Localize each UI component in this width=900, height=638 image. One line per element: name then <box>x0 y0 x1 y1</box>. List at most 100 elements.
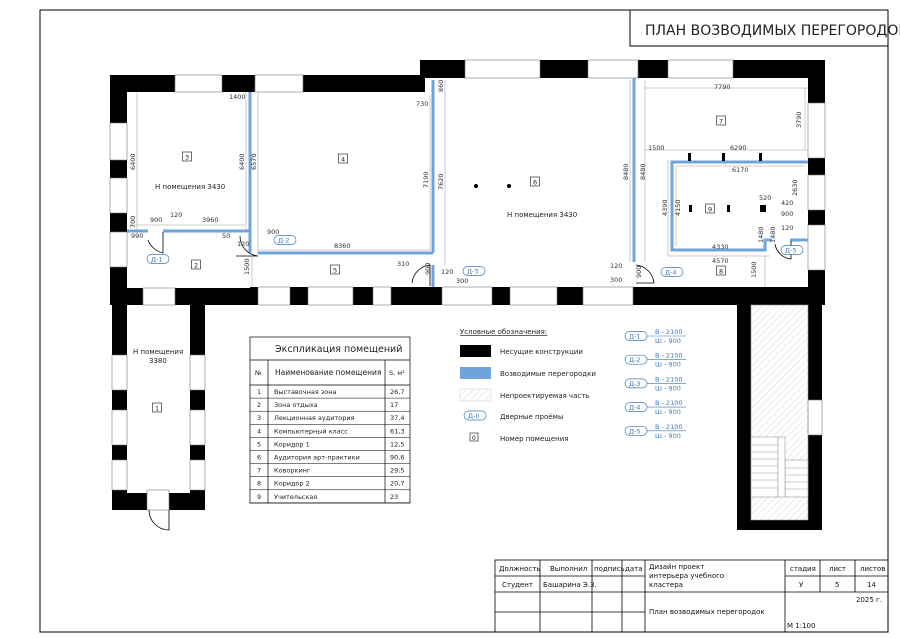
table-cell-area: 23 <box>390 493 398 501</box>
door-tag: Д-5 <box>785 247 797 255</box>
room-number-box <box>152 402 162 413</box>
door-tag-outline <box>462 266 486 276</box>
door-tag: Д-4 <box>665 269 677 277</box>
signature-header: подпись <box>594 565 625 573</box>
dimension-label: 860 <box>437 80 445 92</box>
dimension-label: 3960 <box>202 216 219 224</box>
dimension-label: 1480 <box>757 226 765 243</box>
dimension-label: 7190 <box>422 171 430 188</box>
table-cell-area: 17 <box>390 401 398 409</box>
dimension-label: 900 <box>267 228 279 236</box>
room-number-box <box>191 259 201 270</box>
door-tag-icon <box>463 410 487 421</box>
dimension-label: 1500 <box>648 144 665 152</box>
legend-label: Номер помещения <box>500 435 569 443</box>
room-number-box <box>182 151 192 162</box>
dimension-label: 1400 <box>229 93 246 101</box>
table-cell-area: 26,7 <box>390 388 404 396</box>
sheets-header: листов <box>860 565 885 573</box>
door-spec-tag: Д-2 <box>629 356 641 364</box>
dimension-label: 310 <box>397 260 409 268</box>
dimension-label: 4150 <box>674 199 682 216</box>
door-spec-height: В - 2100 <box>655 423 682 431</box>
door-spec-tag: Д-1 <box>629 333 641 341</box>
legend-title: Условные обозначения: <box>460 328 547 336</box>
dimension-label: 2630 <box>791 179 799 196</box>
room-number-box-icon <box>469 432 479 442</box>
position-value: Студент <box>502 581 533 589</box>
room6-height: Н помещения 3430 <box>507 211 577 219</box>
door-spec-height: В - 2100 <box>655 399 682 407</box>
table-cell-name: Коридор 1 <box>274 440 310 448</box>
dimension-label: 900 <box>424 263 432 275</box>
explication-header-area: S, м² <box>389 369 405 377</box>
title-box <box>629 10 888 47</box>
table-cell-area: 37,4 <box>390 414 404 422</box>
dimension-label: 8360 <box>334 242 351 250</box>
table-cell-area: 90,6 <box>390 454 404 462</box>
dimension-label: 1500 <box>243 258 251 275</box>
room-number-box <box>716 115 726 126</box>
table-cell-name: Коворкинг <box>274 467 311 475</box>
room-number-box <box>338 153 348 164</box>
table-cell-name: Лекционная аудитория <box>274 414 355 422</box>
table-cell-area: 12,5 <box>390 440 404 448</box>
performer-value: Башарина Э.З. <box>543 581 597 589</box>
dimension-label: 7620 <box>437 173 445 190</box>
dimension-label: 900 <box>635 266 643 278</box>
dimension-label: 6400 <box>238 153 246 170</box>
blue-fill-swatch <box>460 367 491 379</box>
table-cell-name: Аудитория арт-практики <box>274 454 360 462</box>
room-number: 7 <box>719 118 723 126</box>
title-block <box>494 559 889 633</box>
door-tag-outline <box>273 235 297 245</box>
drawing-title: ПЛАН ВОЗВОДИМЫХ ПЕРЕГОРОДОК <box>645 23 900 39</box>
entry-door <box>148 509 170 531</box>
sheet-frame <box>39 9 889 633</box>
table-cell-number: 7 <box>257 467 261 475</box>
dimension-label: 900 <box>150 216 162 224</box>
legend-room-tag: 0 <box>472 435 476 442</box>
door-tag: Д-3 <box>467 268 479 276</box>
year: 2025 г. <box>856 596 882 604</box>
door-spec-width: Ш - 900 <box>655 408 681 416</box>
legend-label: Несущие конструкции <box>500 348 583 356</box>
columns <box>474 153 766 212</box>
dimension-label: 7790 <box>714 83 731 91</box>
scale: М 1:100 <box>787 622 815 630</box>
table-cell-name: Зона отдыха <box>274 401 318 409</box>
position-header: Должность <box>499 565 540 573</box>
table-cell-name: Компьютерный класс <box>274 427 348 435</box>
door-spec-tag: Д-5 <box>629 427 641 435</box>
explication-header-number: № <box>254 369 262 377</box>
table-cell-name: Выставочная зона <box>274 388 336 396</box>
room-number: 5 <box>333 267 337 275</box>
room-number: 8 <box>719 268 723 276</box>
door-spec-height: В - 2100 <box>655 375 682 383</box>
door-spec-tag: Д-4 <box>629 404 641 412</box>
dimension-label: 300 <box>610 276 622 284</box>
table-cell-name: Учительская <box>274 493 317 501</box>
room-number-box <box>716 265 726 276</box>
dimension-label: 520 <box>759 194 771 202</box>
sheet-name: План возводимых перегородок <box>649 608 765 616</box>
door-tag-outline <box>146 254 170 264</box>
dimension-label: 120 <box>610 262 622 270</box>
room-number: 3 <box>185 154 189 162</box>
dimension-label: 6400 <box>129 153 137 170</box>
door-spec-height: В - 2100 <box>655 328 682 336</box>
legend-label: Непроектируемая часть <box>500 392 589 400</box>
explication-title: Экспликация помещений <box>275 344 402 355</box>
date-header: дата <box>625 565 643 573</box>
windows <box>109 59 826 511</box>
sheets-value: 14 <box>867 581 876 589</box>
table-cell-number: 3 <box>257 414 261 422</box>
table-cell-number: 4 <box>257 427 261 435</box>
project-line-3: кластера <box>649 581 683 589</box>
door-spec-width: Ш - 900 <box>655 337 681 345</box>
sheet-value: 5 <box>835 581 839 589</box>
staircase <box>750 304 809 521</box>
room-number: 4 <box>341 156 345 164</box>
